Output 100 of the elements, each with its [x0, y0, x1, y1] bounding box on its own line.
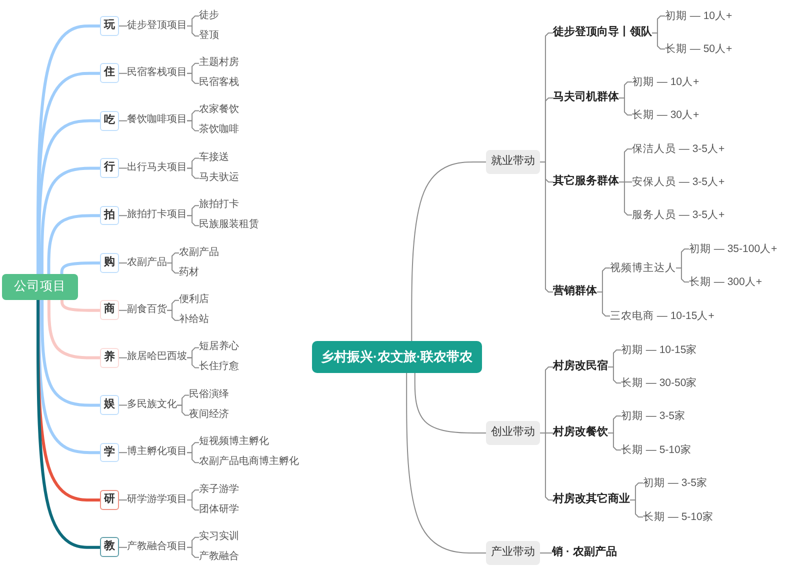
leaf-text: 马夫驮运	[199, 172, 239, 184]
leaf-text: 民宿客栈	[199, 76, 239, 90]
connector-line	[118, 120, 128, 122]
topic-box: 商	[100, 300, 119, 320]
branch-topic-box: 产业带动	[486, 541, 540, 565]
subtopic-text: 销 · 农副产品	[552, 546, 617, 560]
connector-line	[118, 72, 128, 74]
leaf-text: 三农电商 — 10-15人+	[610, 310, 714, 323]
curved-connector	[36, 300, 100, 549]
curved-connector	[38, 119, 100, 274]
bracket-connector	[186, 452, 200, 464]
topic-box: 教	[100, 537, 119, 558]
root-topic-box: 公司项目	[2, 274, 78, 300]
connector-line	[118, 452, 128, 454]
leaf-text: 徒步	[199, 10, 219, 22]
connector-line	[118, 357, 128, 358]
leaf-text: 车接送	[199, 152, 229, 164]
subtopic-text: 副食百货	[127, 304, 167, 316]
bracket-connector	[186, 26, 200, 36]
subtopic-text: 餐饮咖啡项目	[127, 114, 187, 127]
leaf-text: 药材	[179, 266, 199, 279]
curved-connector	[47, 300, 100, 360]
connector-line	[118, 168, 128, 169]
subtopic-text: 旅拍打卡项目	[127, 209, 187, 222]
connector-line	[118, 262, 128, 264]
topic-box: 学	[100, 442, 119, 462]
leaf-text: 保洁人员 — 3-5人+	[632, 142, 725, 156]
subtopic-text: 民宿客栈项目	[127, 66, 187, 80]
subtopic-text: 博主孵化项目	[127, 446, 187, 459]
leaf-text: 初期 — 3-5家	[643, 476, 708, 490]
topic-box: 住	[100, 63, 119, 84]
leaf-text: 民俗演绎	[189, 388, 229, 402]
branch-topic-box: 创业带动	[486, 421, 540, 445]
connector-line	[118, 404, 128, 406]
leaf-text: 视频博主达人	[610, 262, 676, 275]
subtopic-text: 多民族文化	[127, 398, 177, 412]
leaf-text: 初期 — 35-100人+	[689, 242, 778, 256]
subtopic-text: 研学游学项目	[127, 494, 187, 506]
curved-connector	[60, 300, 100, 312]
subtopic-text: 旅居哈巴西坡	[127, 351, 187, 364]
leaf-text: 亲子游学	[199, 484, 239, 496]
topic-box: 吃	[100, 110, 119, 131]
bracket-connector	[186, 215, 200, 226]
topic-box: 购	[100, 253, 119, 273]
bracket-connector	[186, 72, 200, 84]
connector-line	[540, 552, 552, 554]
leaf-text: 长住疗愈	[199, 361, 239, 374]
leaf-text: 服务人员 — 3-5人+	[632, 208, 725, 222]
bracket-connector	[652, 32, 666, 50]
topic-box: 行	[100, 158, 119, 178]
leaf-text: 茶饮咖啡	[199, 124, 239, 137]
leaf-text: 补给站	[179, 314, 209, 326]
bracket-connector	[166, 262, 180, 274]
subtopic-text: 马夫司机群体	[553, 91, 619, 105]
leaf-text: 便利店	[179, 294, 209, 306]
leaf-text: 夜间经济	[189, 408, 229, 422]
leaf-text: 初期 — 10-15家	[621, 344, 698, 357]
leaf-text: 初期 — 3-5家	[621, 410, 686, 423]
curved-connector	[40, 166, 100, 274]
leaf-text: 安保人员 — 3-5人+	[632, 176, 725, 189]
curved-connector	[414, 372, 486, 434]
curved-connector	[47, 214, 100, 274]
leaf-text: 长期 — 50人+	[665, 42, 732, 56]
leaf-text: 长期 — 5-10家	[621, 444, 692, 457]
leaf-text: 短居养心	[199, 341, 239, 354]
subtopic-text: 徒步登顶向导丨领队	[553, 26, 652, 40]
topic-box: 娱	[100, 395, 119, 415]
curved-connector	[38, 300, 100, 454]
topic-box: 拍	[100, 206, 119, 226]
leaf-text: 实习实训	[199, 530, 239, 544]
branch-topic-box: 就业带动	[486, 150, 540, 174]
curved-connector	[40, 300, 100, 407]
bracket-connector	[186, 546, 200, 558]
leaf-text: 初期 — 10人+	[665, 10, 732, 23]
topic-box: 研	[100, 490, 119, 510]
leaf-text: 产教融合	[199, 550, 239, 564]
connector-line	[118, 546, 128, 548]
bracket-connector	[166, 310, 180, 321]
leaf-text: 旅拍打卡	[199, 199, 239, 212]
leaf-text: 长期 — 300人+	[689, 276, 762, 289]
curved-connector	[411, 162, 486, 342]
leaf-text: 民族服装租赁	[199, 219, 259, 232]
leaf-text: 农家餐饮	[199, 104, 239, 117]
leaf-text: 农副产品	[179, 246, 219, 259]
curved-connector	[406, 372, 486, 554]
subtopic-text: 村房改民宿	[553, 360, 608, 374]
leaf-text: 初期 — 10人+	[632, 76, 700, 89]
bracket-connector	[186, 168, 200, 179]
bracket-connector	[176, 404, 190, 416]
leaf-text: 登顶	[199, 30, 219, 42]
leaf-text: 长期 — 30人+	[632, 108, 700, 122]
subtopic-text: 其它服务群体	[553, 175, 619, 189]
connector-line	[118, 215, 128, 216]
leaf-text: 团体研学	[199, 504, 239, 516]
leaf-text: 长期 — 5-10家	[643, 510, 714, 524]
curved-connector	[60, 262, 100, 274]
leaf-text: 农副产品电商博主孵化	[199, 456, 299, 469]
topic-box: 玩	[100, 16, 119, 36]
leaf-text: 长期 — 30-50家	[621, 376, 698, 390]
subtopic-text: 农副产品	[127, 256, 167, 269]
